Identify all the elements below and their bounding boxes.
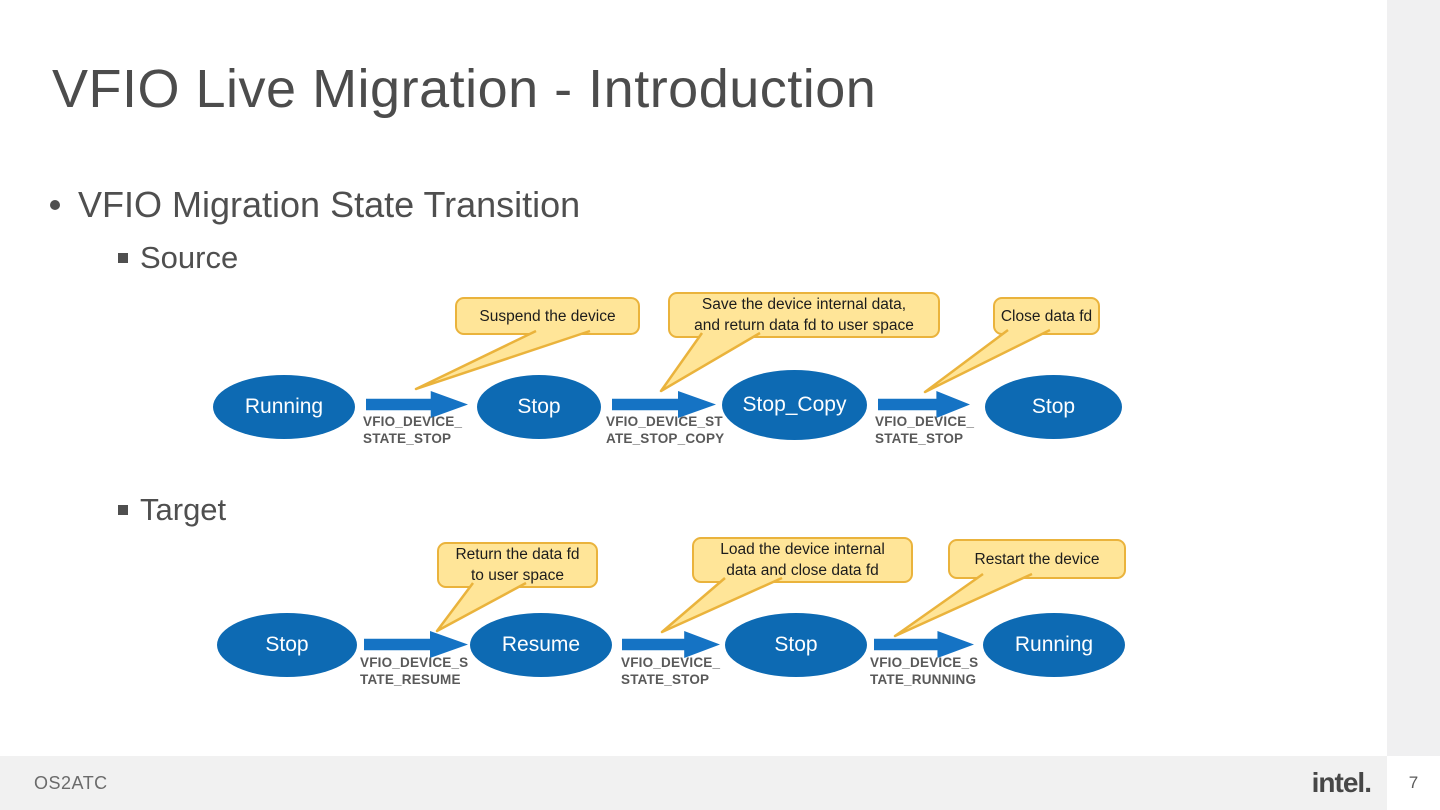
transition-arrow-icon [622,631,720,658]
transition-label: VFIO_DEVICE_S TATE_RESUME [360,655,469,687]
transition-arrow-icon [364,631,468,658]
transition-arrow-icon [366,391,468,418]
transition-label: VFIO_DEVICE_ STATE_STOP [363,414,463,446]
state-ellipse: Running [983,613,1125,677]
target-label: Target [140,492,227,527]
bullet-item-label: VFIO Migration State Transition [78,184,581,225]
state-ellipse: Stop [477,375,601,439]
state-ellipse: Stop [217,613,357,677]
square-bullet-icon [118,505,128,515]
transition-arrow-icon [878,391,970,418]
round-bullet-icon [50,200,60,210]
bullet-item-state-transition: VFIO Migration State Transition [50,184,580,226]
section-label-target: Target [118,492,226,528]
footer: OS2ATC intel. [0,756,1387,810]
callout: Save the device internal data, and retur… [668,292,940,338]
transition-arrow-icon [612,391,716,418]
transition-label: VFIO_DEVICE_ST ATE_STOP_COPY [606,414,725,446]
state-ellipse: Stop_Copy [722,370,867,440]
state-ellipse: Running [213,375,355,439]
slide-title: VFIO Live Migration - Introduction [52,59,877,119]
state-ellipse: Stop [725,613,867,677]
callout: Load the device internal data and close … [692,537,913,583]
transition-label: VFIO_DEVICE_ STATE_STOP [875,414,975,446]
right-margin-strip [1387,0,1440,756]
transition-arrow-icon [874,631,974,658]
callout: Return the data fd to user space [437,542,598,588]
state-ellipse: Resume [470,613,612,677]
callout: Suspend the device [455,297,640,335]
section-label-source: Source [118,240,238,276]
transition-label: VFIO_DEVICE_ STATE_STOP [621,655,721,687]
square-bullet-icon [118,253,128,263]
source-label: Source [140,240,239,275]
intel-logo: intel. [1311,767,1372,798]
transition-label: VFIO_DEVICE_S TATE_RUNNING [870,655,979,687]
state-ellipse: Stop [985,375,1122,439]
callout: Restart the device [948,539,1126,579]
callout: Close data fd [993,297,1100,335]
page-number: 7 [1387,756,1440,810]
footer-conference: OS2ATC [34,772,108,793]
